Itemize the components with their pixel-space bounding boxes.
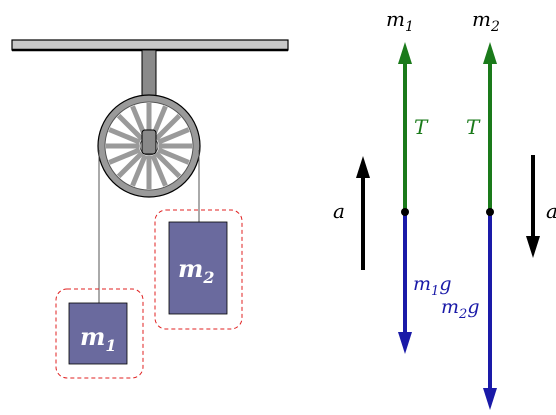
accel-label-m1: a <box>333 199 345 223</box>
weight-label-m2: m2g <box>441 296 479 322</box>
tension-arrow-m2 <box>483 42 497 212</box>
pulley-spoke <box>157 147 190 165</box>
fbd-header-m1: m1 <box>386 7 414 35</box>
pulley-spoke <box>130 154 148 187</box>
pulley-spoke <box>154 113 182 141</box>
pulley-spoke <box>108 127 141 145</box>
pulley-spoke <box>150 154 168 187</box>
mass1-system-boundary <box>55 288 144 379</box>
accel-arrow-m1 <box>356 156 370 270</box>
pulley-spoke <box>108 147 141 165</box>
pulley-spokes <box>106 103 192 189</box>
accel-label-m2: a <box>546 199 556 223</box>
ceiling-bar <box>11 39 289 51</box>
mass2-label: m2 <box>178 254 215 287</box>
point-m1 <box>401 208 409 216</box>
pulley-spoke <box>116 151 144 179</box>
pulley-system: m1 m2 <box>11 39 289 379</box>
accel-arrow-m2 <box>526 155 540 258</box>
tension-arrow-m1 <box>398 42 412 212</box>
tension-label-m2: T <box>466 115 481 139</box>
mass1-label: m1 <box>80 322 117 355</box>
pulley-spoke <box>157 127 190 145</box>
mass1-block <box>68 302 128 365</box>
weight-label-m1: m1g <box>413 273 451 299</box>
pulley-spoke <box>154 151 182 179</box>
tension-label-m1: T <box>414 115 429 139</box>
pulley-spoke <box>116 113 144 141</box>
fbd-header-m2: m2 <box>472 7 500 35</box>
axle-cap <box>141 129 157 155</box>
free-body-diagrams: m1 m2 T T m1g <box>333 7 556 410</box>
weight-arrow-m1 <box>398 212 412 354</box>
weight-arrow-m2 <box>483 212 497 410</box>
mass2-block <box>168 221 228 315</box>
point-m2 <box>486 208 494 216</box>
